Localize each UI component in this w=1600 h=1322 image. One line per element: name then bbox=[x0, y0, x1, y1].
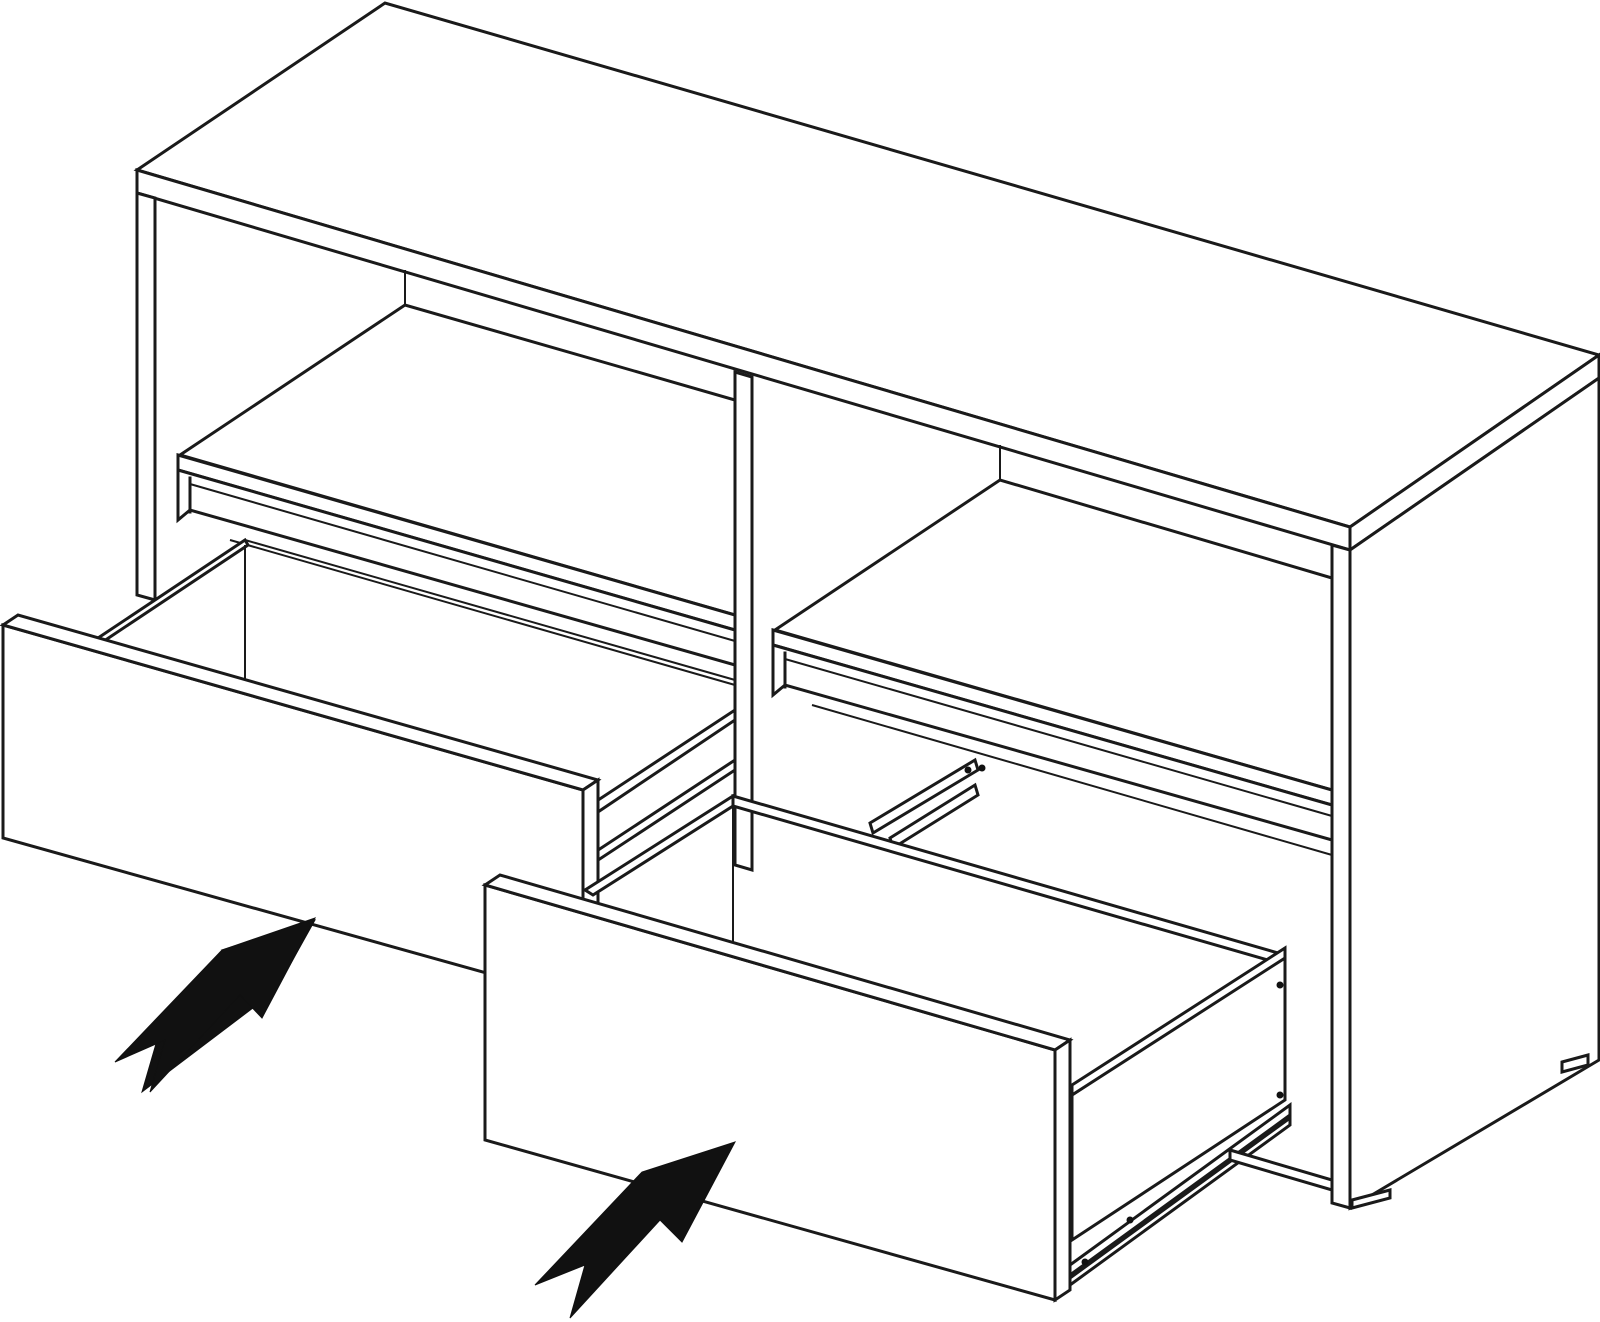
shelf-left-molding-line bbox=[229, 539, 736, 686]
drawer-right-left-side bbox=[582, 793, 735, 897]
drawer-left-side bbox=[581, 707, 737, 825]
push-arrow-icon bbox=[114, 917, 317, 1093]
shelf-right bbox=[771, 478, 1334, 856]
slide-rail bbox=[868, 757, 980, 836]
slide-rail-left bbox=[868, 757, 986, 851]
cabinet-foot bbox=[1560, 1053, 1590, 1074]
cabinet-right-front-edge bbox=[1330, 543, 1352, 1210]
rail-screw bbox=[1081, 1258, 1089, 1266]
insert-arrow-right bbox=[534, 1141, 737, 1319]
shelf-left bbox=[176, 303, 737, 686]
drawer-right-front bbox=[483, 883, 1057, 1302]
insert-arrow-left bbox=[114, 917, 317, 1094]
drawer-left bbox=[0, 537, 737, 1003]
rail-screw bbox=[1276, 1091, 1284, 1099]
shelf-left-molding-line bbox=[189, 483, 736, 642]
shelf-right-molding-line bbox=[811, 704, 1333, 856]
cabinet-foot bbox=[1350, 1188, 1392, 1210]
cabinet-body bbox=[133, 1, 1600, 1211]
drawer-right-right-side-top bbox=[1070, 945, 1287, 1098]
push-arrow-icon bbox=[534, 1141, 737, 1319]
shelf-left-molding bbox=[176, 468, 737, 667]
rail-screw bbox=[1276, 981, 1284, 989]
drawer-right-front-side bbox=[1053, 1037, 1072, 1303]
rail-screw bbox=[978, 764, 986, 772]
shelf-right-molding bbox=[771, 643, 1334, 842]
drawer-left-back bbox=[92, 537, 251, 648]
rail-screw bbox=[964, 766, 972, 774]
cabinet-plinth bbox=[1228, 1147, 1334, 1193]
drawer-left-side-edge bbox=[244, 539, 736, 681]
cabinet-left-front-edge bbox=[135, 191, 157, 602]
cabinet-center-divider bbox=[733, 369, 754, 873]
drawer-right-back bbox=[731, 794, 1287, 967]
drawer-right bbox=[481, 793, 1334, 1303]
rail-screw bbox=[1126, 1216, 1134, 1224]
shelf-right-molding-line bbox=[784, 658, 1333, 817]
